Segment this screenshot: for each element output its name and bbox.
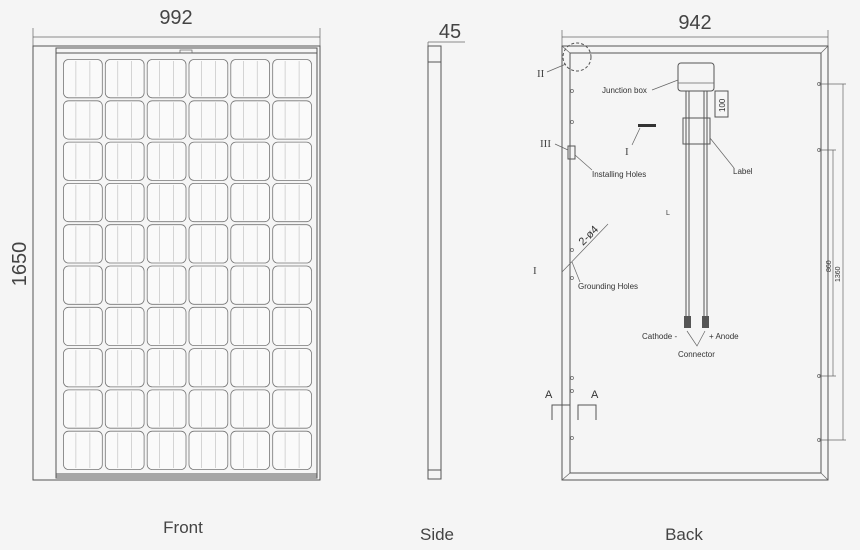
cable-length-mark: L (666, 210, 670, 217)
side-thickness-dimension: 45 (439, 21, 461, 43)
solar-cell (63, 224, 103, 264)
solar-cell (188, 59, 229, 99)
solar-cell (272, 182, 312, 223)
solar-cell (230, 265, 271, 305)
back-caption: Back (665, 525, 703, 544)
section-a-right: A (591, 389, 599, 401)
back-view: 942 II III Installing Holes I 2-ø4 Groun (533, 12, 846, 544)
solar-cell (146, 224, 187, 264)
anode-label: + Anode (709, 332, 739, 341)
connector-label: Connector (678, 350, 715, 359)
solar-cell (63, 348, 103, 388)
solar-cell (188, 182, 229, 223)
solar-cell (104, 182, 145, 223)
solar-cell (230, 100, 271, 140)
front-view: 992 1650 Front (9, 7, 321, 537)
dimension-1360: 1360 (835, 266, 842, 282)
solar-cell (104, 265, 145, 305)
solar-cell (146, 348, 187, 388)
solar-cell (272, 100, 312, 140)
cathode-label: Cathode - (642, 332, 677, 341)
solar-cell (146, 182, 187, 223)
solar-cell (272, 430, 312, 470)
solar-cell (146, 389, 187, 429)
marker-i: I (625, 146, 629, 158)
solar-cell (63, 182, 103, 223)
solar-cell (104, 430, 145, 470)
solar-cell (63, 141, 103, 181)
solar-cell (188, 265, 229, 305)
solar-cell (146, 100, 187, 140)
side-view: 45 Side (420, 21, 465, 544)
solar-cell (230, 182, 271, 223)
solar-cell (146, 430, 187, 470)
side-caption: Side (420, 525, 454, 544)
solar-cell (272, 59, 312, 99)
marker-ii: II (537, 68, 545, 80)
installing-holes-label: Installing Holes (592, 170, 646, 179)
solar-cell (272, 141, 312, 181)
solar-cell (272, 348, 312, 388)
solar-cell (230, 141, 271, 181)
solar-cell (63, 265, 103, 305)
solar-cell (230, 389, 271, 429)
solar-cell (63, 306, 103, 346)
grounding-holes-label: Grounding Holes (578, 282, 638, 291)
solar-cell (230, 224, 271, 264)
solar-cell (104, 306, 145, 346)
solar-cell (63, 59, 103, 99)
solar-cell (104, 348, 145, 388)
solar-cell (63, 389, 103, 429)
label-label: Label (733, 167, 753, 176)
solar-cell (146, 59, 187, 99)
solar-cell (146, 306, 187, 346)
solar-cell (188, 389, 229, 429)
front-caption: Front (163, 518, 203, 537)
solar-cell (104, 141, 145, 181)
solar-cell (272, 389, 312, 429)
solar-cell (104, 100, 145, 140)
solar-cell (188, 306, 229, 346)
solar-cell (63, 100, 103, 140)
solar-cell (146, 141, 187, 181)
solar-cell (104, 59, 145, 99)
solar-cell (272, 265, 312, 305)
solar-cell (104, 224, 145, 264)
solar-cell (104, 389, 145, 429)
solar-cell (188, 100, 229, 140)
solar-cell (230, 306, 271, 346)
back-width-dimension: 942 (678, 12, 711, 34)
dimension-860: 860 (826, 260, 833, 272)
solar-cell (272, 306, 312, 346)
front-height-dimension: 1650 (9, 242, 31, 287)
solar-cell (188, 141, 229, 181)
section-a-left: A (545, 389, 553, 401)
solar-cell (146, 265, 187, 305)
solar-cell (230, 59, 271, 99)
solar-cell (188, 348, 229, 388)
box-dimension: 100 (718, 98, 727, 112)
front-width-dimension: 992 (159, 7, 192, 29)
solar-cell (188, 430, 229, 470)
solar-cell (230, 430, 271, 470)
marker-iii: III (540, 138, 551, 150)
junction-box-label: Junction box (602, 86, 647, 95)
solar-cell (230, 348, 271, 388)
solar-cell (272, 224, 312, 264)
solar-cell (188, 224, 229, 264)
cell-grid (63, 59, 312, 470)
solar-cell (63, 430, 103, 470)
marker-i-left: I (533, 265, 537, 277)
